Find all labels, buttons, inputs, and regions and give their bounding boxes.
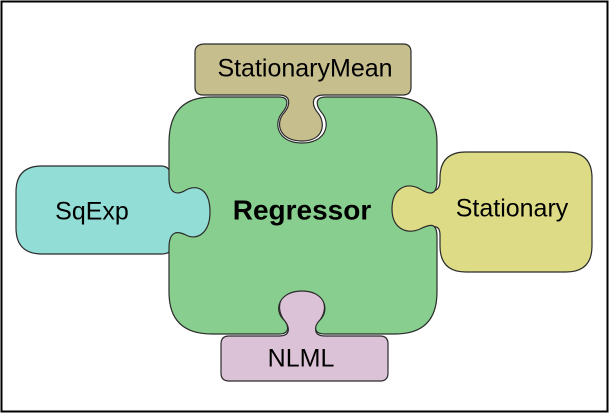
piece-regressor-label: Regressor <box>233 194 372 225</box>
piece-regressor: Regressor <box>168 96 438 335</box>
piece-regressor-shape <box>168 96 438 335</box>
piece-nlml-shape <box>220 288 389 382</box>
piece-nlml: NLML <box>220 288 389 382</box>
piece-nlml-label: NLML <box>268 345 335 373</box>
piece-stationarymean: StationaryMean <box>194 43 412 142</box>
piece-stationarymean-label: StationaryMean <box>217 55 392 83</box>
piece-stationary-label: Stationary <box>456 195 569 223</box>
piece-sqexp-label: SqExp <box>55 198 129 226</box>
piece-stationarymean-shape <box>194 43 412 142</box>
